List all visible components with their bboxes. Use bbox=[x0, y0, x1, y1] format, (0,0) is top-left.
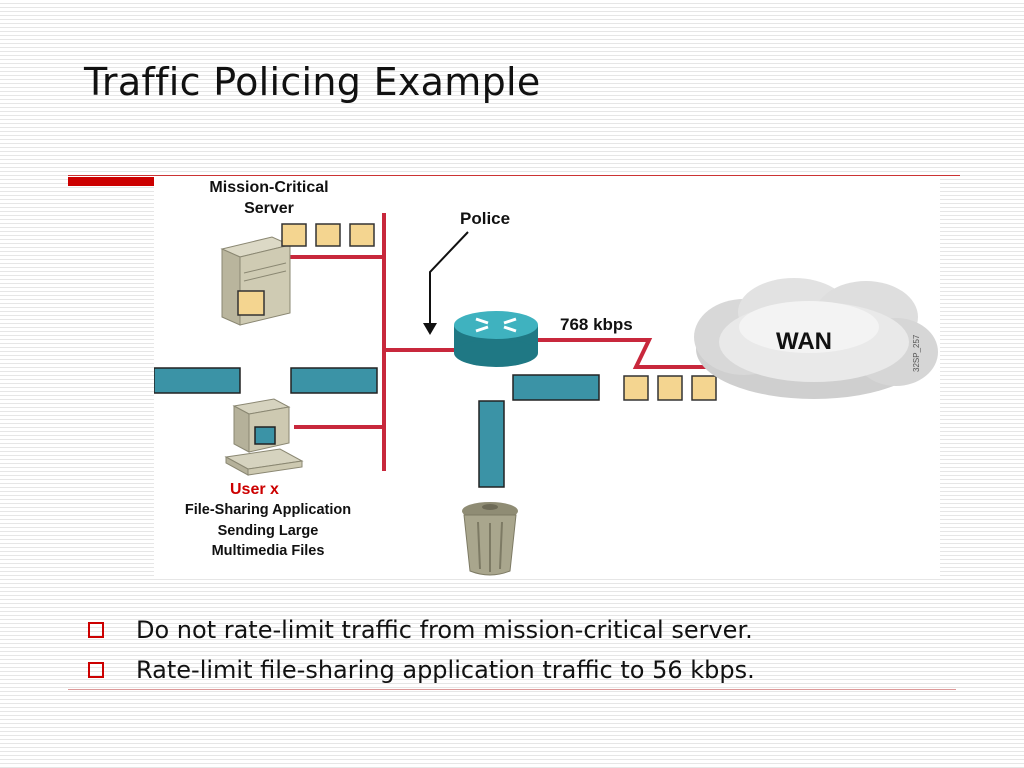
police-arrow-head bbox=[423, 323, 437, 335]
figure-id: 32SP_257 bbox=[912, 334, 921, 372]
server-packet-queue bbox=[281, 223, 375, 247]
large-packet bbox=[154, 367, 241, 394]
large-packet bbox=[512, 374, 600, 401]
police-label: Police bbox=[460, 209, 511, 228]
hollow-square-bullet-icon bbox=[88, 622, 104, 638]
large-packet-stream bbox=[154, 367, 600, 488]
link-speed-label: 768 kbps bbox=[560, 315, 633, 334]
bottom-divider bbox=[68, 689, 956, 690]
user-label: User x bbox=[230, 481, 279, 498]
server-label-line-2: Server bbox=[244, 200, 294, 217]
large-packet bbox=[290, 367, 378, 394]
title-accent-bar bbox=[68, 177, 154, 186]
user-description-line-1: File-Sharing Application bbox=[184, 502, 352, 518]
user-description-line-3: Multimedia Files bbox=[211, 543, 325, 559]
bullet-item: Do not rate-limit traffic from mission-c… bbox=[88, 610, 755, 650]
title-divider bbox=[68, 175, 960, 176]
small-packet bbox=[691, 375, 717, 401]
workstation-icon bbox=[224, 398, 304, 476]
small-packet bbox=[623, 375, 649, 401]
user-description-line-2: Sending Large bbox=[217, 522, 319, 539]
bullet-item: Rate-limit file-sharing application traf… bbox=[88, 650, 755, 690]
server-label: Mission-Critical Server bbox=[174, 177, 364, 219]
wan-serial-link bbox=[538, 338, 714, 369]
small-packet bbox=[315, 223, 341, 247]
wan-packet-queue bbox=[623, 375, 717, 401]
diagram-canvas bbox=[154, 213, 938, 576]
bullet-text: Rate-limit file-sharing application traf… bbox=[136, 656, 755, 684]
bullet-list: Do not rate-limit traffic from mission-c… bbox=[88, 610, 755, 690]
small-packet bbox=[349, 223, 375, 247]
router-icon bbox=[454, 311, 538, 367]
user-description: File-Sharing Application Sending Large M… bbox=[154, 500, 382, 562]
bullet-text: Do not rate-limit traffic from mission-c… bbox=[136, 616, 753, 644]
hollow-square-bullet-icon bbox=[88, 662, 104, 678]
trash-can-icon bbox=[462, 502, 518, 576]
dropped-large-packet bbox=[478, 400, 505, 488]
wan-label: WAN bbox=[776, 328, 832, 355]
police-arrow-line bbox=[429, 231, 469, 327]
small-packet bbox=[281, 223, 307, 247]
traffic-policing-diagram: Mission-Critical Server Police 768 kbps … bbox=[154, 177, 940, 577]
server-icon bbox=[220, 236, 292, 326]
small-packet bbox=[657, 375, 683, 401]
wan-cloud-icon bbox=[694, 278, 938, 399]
server-label-line-1: Mission-Critical bbox=[209, 179, 329, 196]
slide-title: Traffic Policing Example bbox=[84, 60, 541, 104]
